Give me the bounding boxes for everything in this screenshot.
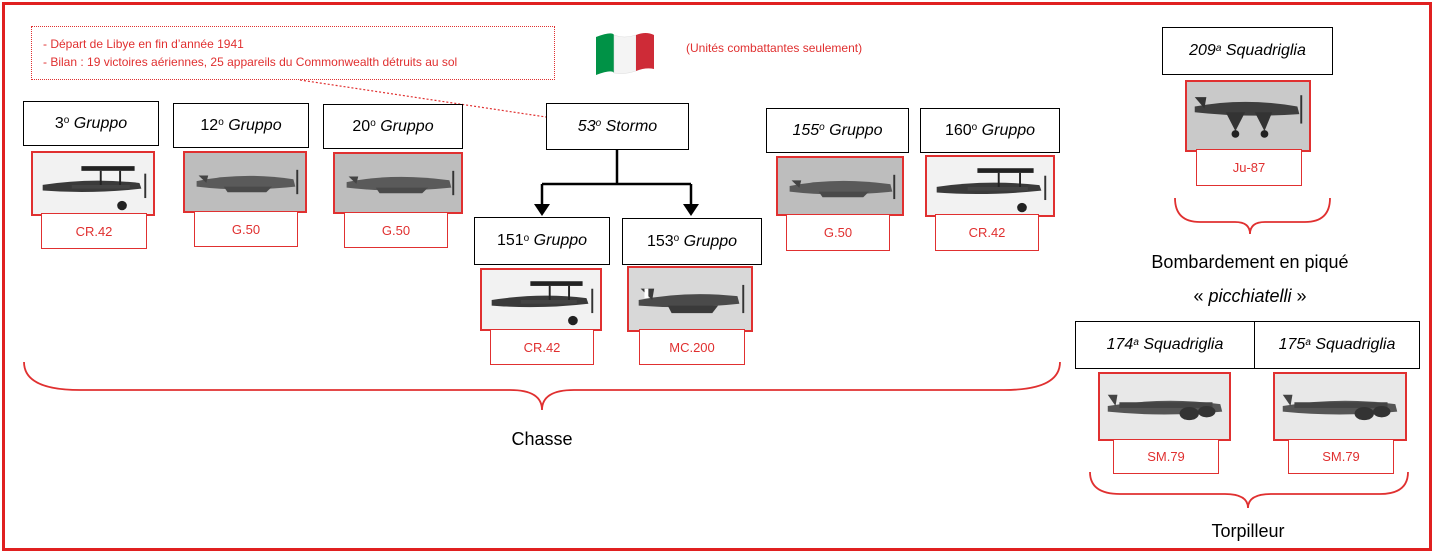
group-label-picchiatelli: « picchiatelli » (1193, 286, 1307, 306)
note-line-2: - Bilan : 19 victoires aériennes, 25 app… (43, 55, 458, 69)
plane-label: SM.79 (1113, 439, 1219, 474)
flag-caption: (Unités combattantes seulement) (686, 41, 863, 55)
biplane-photo (480, 268, 602, 331)
plane-label: SM.79 (1288, 439, 1394, 474)
plane-label: Ju-87 (1196, 149, 1302, 186)
plane-label: MC.200 (639, 329, 745, 365)
plane-label: CR.42 (935, 214, 1039, 251)
plane-label: G.50 (344, 212, 448, 248)
bomber-photo (1098, 372, 1231, 441)
monoplane-photo (333, 152, 463, 214)
group-label-torpilleur: Torpilleur (1211, 521, 1285, 541)
group-label-chasse: Chasse (511, 429, 573, 449)
dive-bomber-photo (1185, 80, 1311, 152)
plane-label: G.50 (786, 214, 890, 251)
biplane-photo (925, 155, 1055, 217)
monoplane-photo (183, 151, 307, 213)
bomber-photo (1273, 372, 1407, 441)
biplane-photo (31, 151, 155, 216)
info-note: - Départ de Libye en fin d’année 1941 - … (31, 26, 555, 80)
plane-label: CR.42 (41, 213, 147, 249)
plane-label: CR.42 (490, 329, 594, 365)
group-label-bombardement: Bombardement en piqué (1151, 252, 1349, 272)
monoplane-photo (627, 266, 753, 332)
italian-flag-icon (596, 33, 654, 75)
monoplane-photo (776, 156, 904, 216)
plane-label: G.50 (194, 211, 298, 247)
note-line-1: - Départ de Libye en fin d’année 1941 (43, 37, 244, 51)
